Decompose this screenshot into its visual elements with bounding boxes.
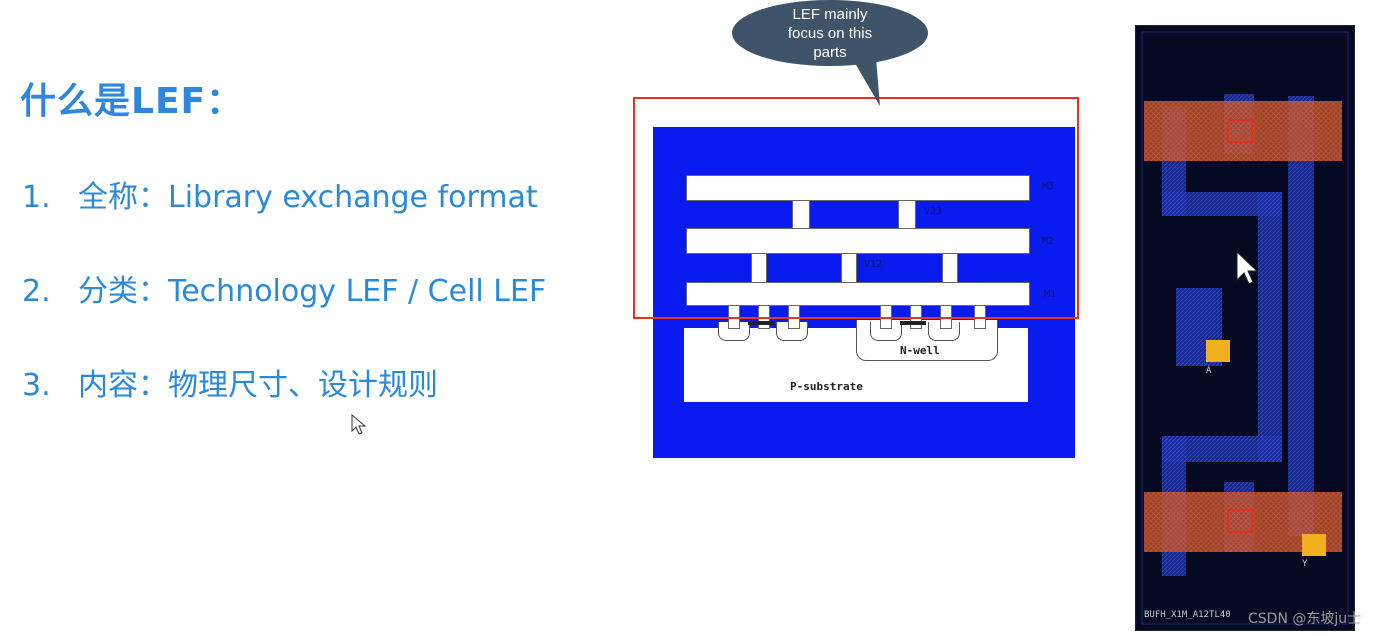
via-label: V23 [924, 206, 943, 217]
gate [748, 321, 774, 325]
mouse-cursor-icon [351, 414, 367, 435]
via-v12 [841, 253, 857, 283]
callout-bubble: LEF mainly focus on this parts [732, 0, 928, 66]
diffusion [928, 322, 960, 341]
diffusion [718, 322, 750, 341]
metal-layer-m2 [686, 228, 1030, 254]
item-text: 全称：Library exchange format [78, 180, 538, 215]
list-item: 1. 全称：Library exchange format [22, 172, 538, 216]
item-text: 内容：物理尺寸、设计规则 [78, 368, 438, 403]
item-number: 3. [22, 368, 51, 403]
slide-title: 什么是LEF： [20, 81, 244, 122]
diffusion [870, 322, 902, 341]
via-label: V12 [864, 259, 883, 270]
item-number: 1. [22, 180, 51, 215]
list-item: 3. 内容：物理尺寸、设计规则 [22, 360, 438, 404]
gate [900, 321, 926, 325]
item-text: 分类：Technology LEF / Cell LEF [78, 274, 547, 309]
cell-layout-view: A Y BUFH_X1M_A12TL40 [1135, 25, 1355, 631]
metal-layer-m3 [686, 175, 1030, 201]
via-v23 [898, 200, 916, 229]
nwell-label: N-well [900, 344, 940, 357]
metal-label: M1 [1044, 289, 1057, 300]
list-item: 2. 分类：Technology LEF / Cell LEF [22, 266, 546, 310]
metal-label: M2 [1042, 236, 1055, 247]
via-v23 [792, 200, 810, 229]
via-v12 [942, 253, 958, 283]
via-v12 [751, 253, 767, 283]
metal-layer-m1 [686, 282, 1030, 306]
callout-tail [852, 58, 880, 106]
layout-drawing [1141, 31, 1349, 625]
callout-text: LEF mainly focus on this parts [787, 5, 873, 61]
watermark: CSDN @东坡ju士 [1248, 611, 1362, 627]
substrate-label: P-substrate [790, 380, 863, 393]
highlight-frame [633, 97, 1079, 319]
pin-label-y: Y [1302, 559, 1308, 569]
cell-name-label: BUFH_X1M_A12TL40 [1144, 610, 1231, 620]
item-number: 2. [22, 274, 51, 309]
metal-label: M3 [1042, 181, 1055, 192]
diffusion [776, 322, 808, 341]
pin-label-a: A [1206, 366, 1212, 376]
